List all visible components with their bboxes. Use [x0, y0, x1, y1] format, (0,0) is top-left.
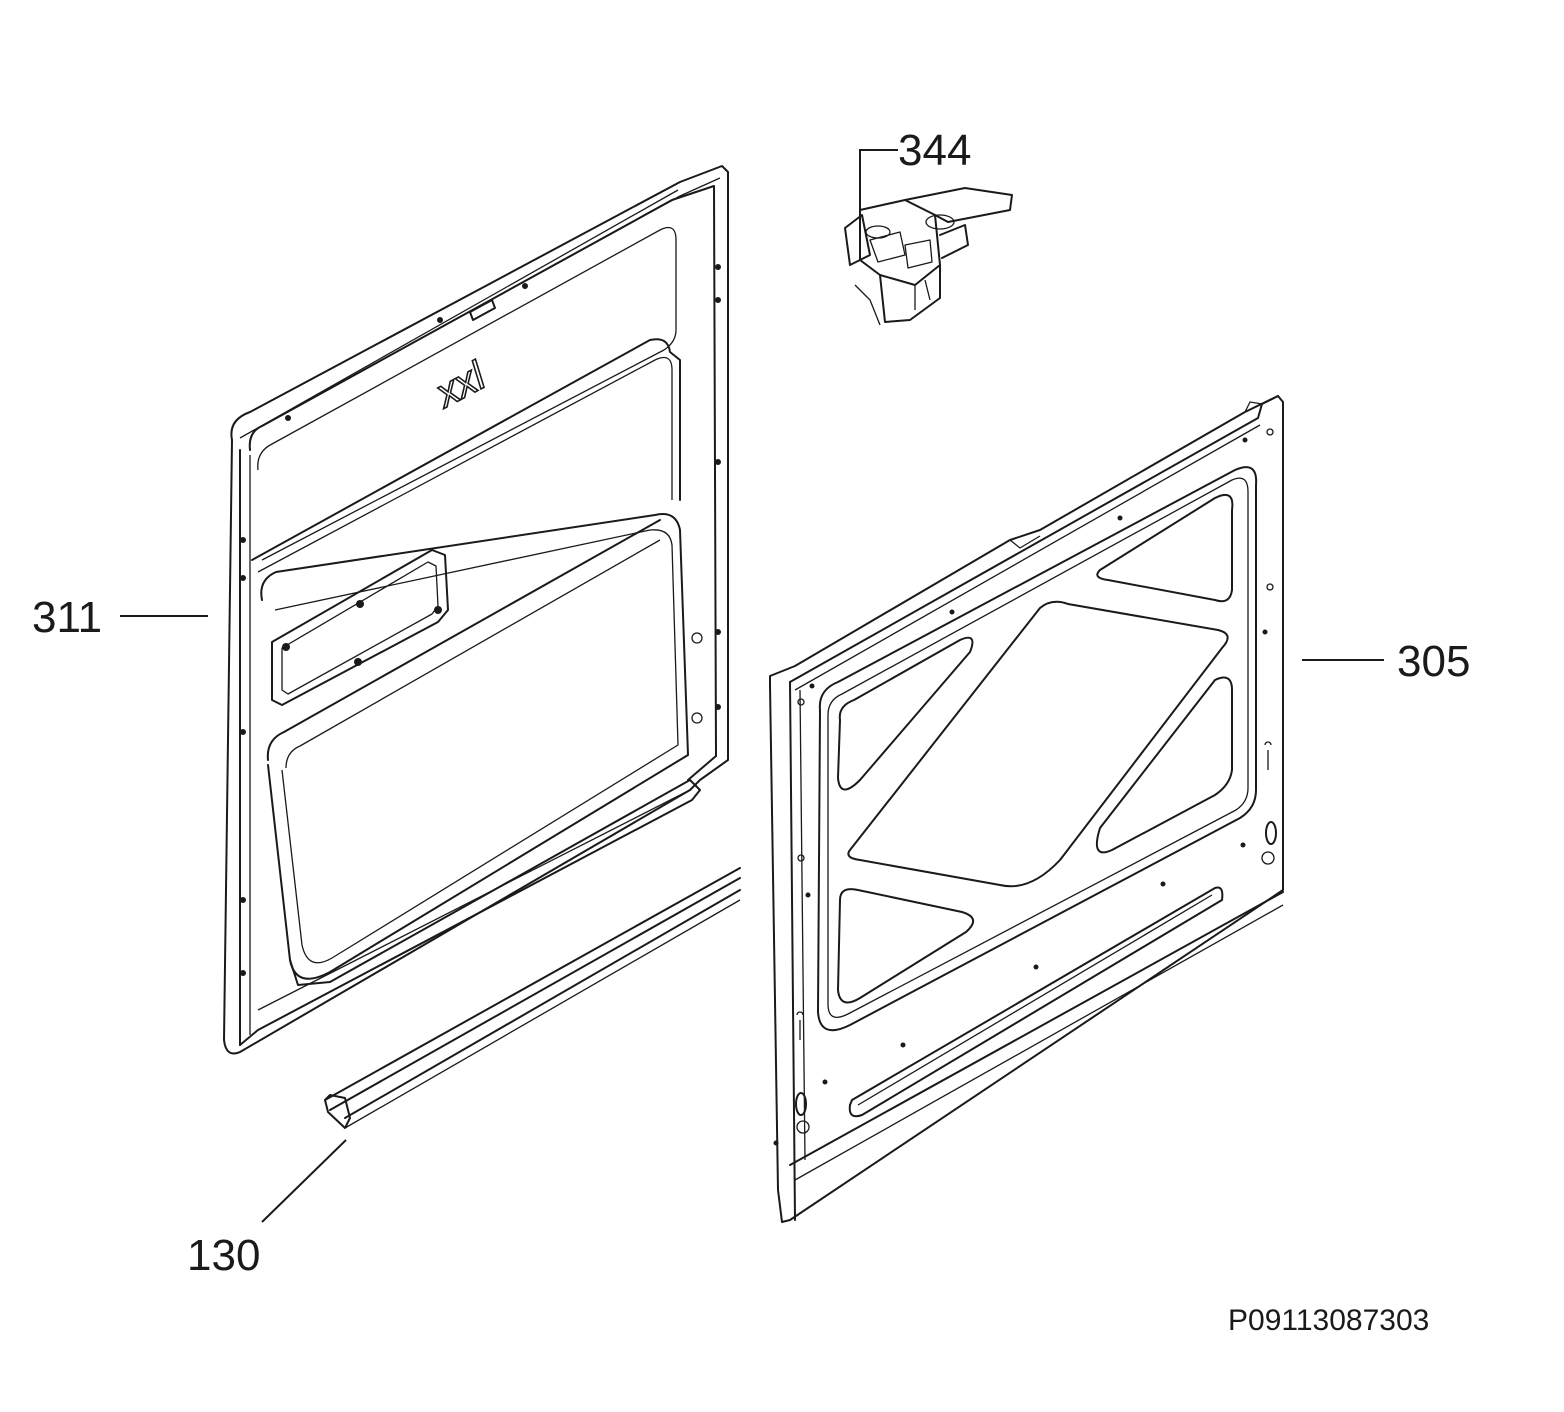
part-344-door-lock [844, 187, 1013, 326]
leader-130 [261, 1139, 347, 1223]
callout-labels: 344 311 305 130 [32, 126, 1470, 1280]
part-305-outer-door [769, 395, 1284, 1223]
document-code: P09113087303 [1228, 1304, 1429, 1337]
callout-344: 344 [898, 126, 971, 175]
part-130-door-seal [324, 867, 741, 1129]
leader-344 [859, 149, 898, 210]
part-311-inner-door: xxl [223, 165, 729, 1055]
callout-130: 130 [187, 1231, 260, 1280]
callout-305: 305 [1397, 637, 1470, 686]
embossed-logo-text: xxl [427, 354, 494, 417]
callout-311: 311 [32, 593, 102, 642]
leader-lines [120, 149, 1384, 1223]
